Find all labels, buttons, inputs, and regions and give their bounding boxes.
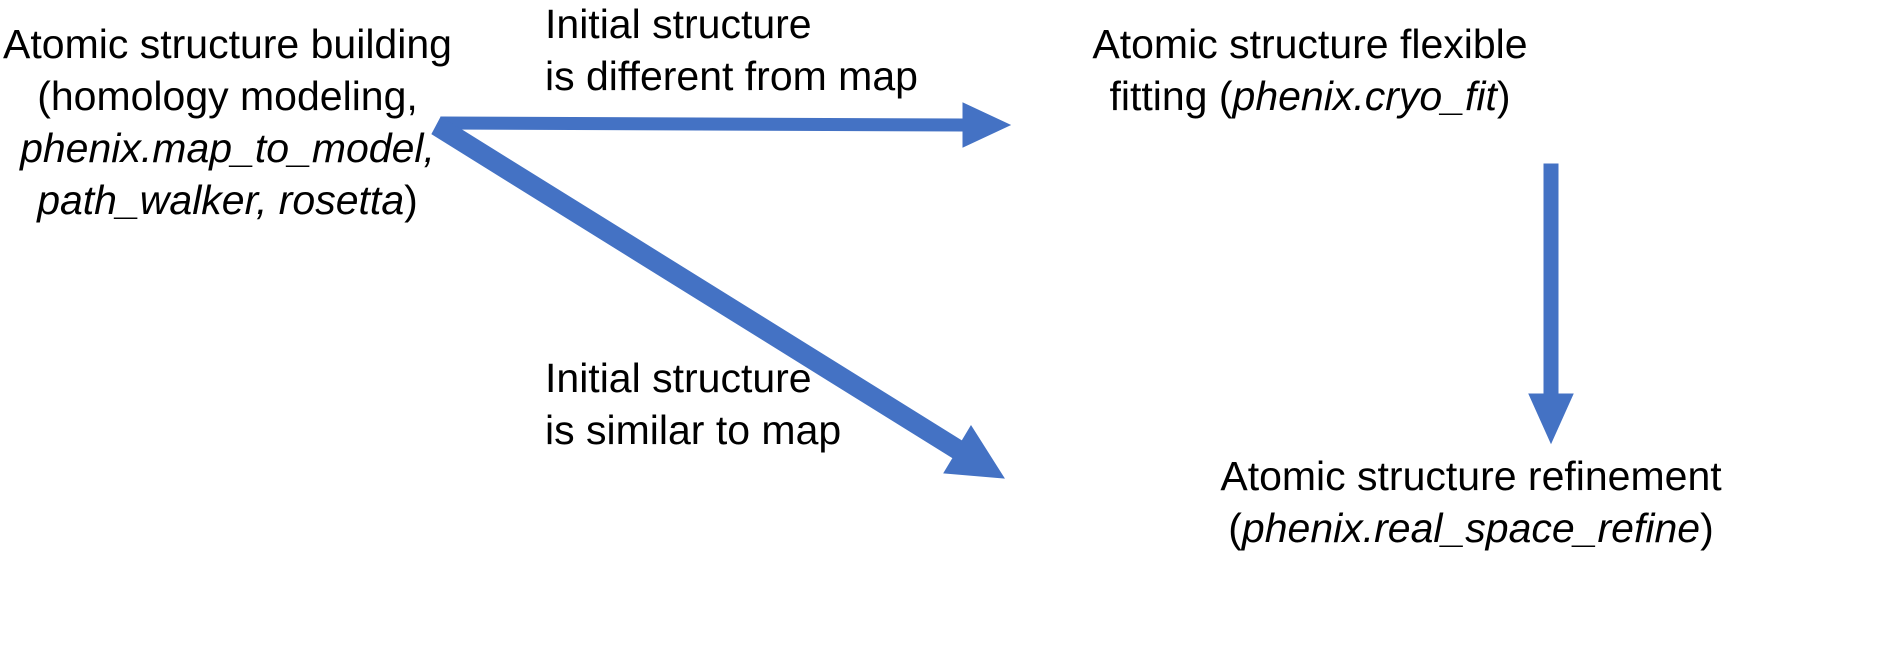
edge-label-initial-structure-different: Initial structure is different from map — [545, 0, 935, 102]
arrow-building-to-flexible-fitting — [440, 102, 1012, 148]
node-atomic-structure-flexible-fitting: Atomic structure flexible fitting (pheni… — [1075, 18, 1545, 122]
edge-label-different-line1: Initial structure — [545, 1, 812, 47]
node-refinement-line1: Atomic structure refinement — [1220, 453, 1722, 499]
arrow-flexible-fitting-to-refinement — [1528, 163, 1574, 445]
node-refinement-line2-pre: ( — [1228, 505, 1242, 552]
node-atomic-structure-building: Atomic structure building (homology mode… — [0, 18, 455, 226]
node-building-line3: phenix.map_to_model, — [20, 125, 435, 172]
node-refinement-line2-post: ) — [1700, 505, 1714, 552]
node-refinement-command: phenix.real_space_refine — [1241, 505, 1701, 552]
edge-label-initial-structure-similar: Initial structure is similar to map — [545, 352, 875, 456]
node-flexible-fitting-line2-post: ) — [1496, 73, 1511, 120]
node-atomic-structure-refinement: Atomic structure refinement (phenix.real… — [1058, 450, 1884, 554]
node-flexible-fitting-command: phenix.cryo_fit — [1232, 73, 1497, 120]
arrow-building-to-refinement — [431, 116, 1005, 479]
edge-label-similar-line1: Initial structure — [545, 355, 812, 401]
node-building-line4-close: ) — [404, 177, 418, 224]
edge-label-different-line2: is different from map — [545, 53, 918, 100]
node-flexible-fitting-line1: Atomic structure flexible — [1092, 21, 1528, 67]
node-building-line4: path_walker, rosetta — [37, 177, 405, 224]
edge-label-similar-line2: is similar to map — [545, 407, 842, 454]
node-building-line1: Atomic structure building — [3, 21, 452, 67]
node-building-line2: (homology modeling, — [37, 73, 418, 120]
node-flexible-fitting-line2-pre: fitting ( — [1109, 73, 1233, 120]
